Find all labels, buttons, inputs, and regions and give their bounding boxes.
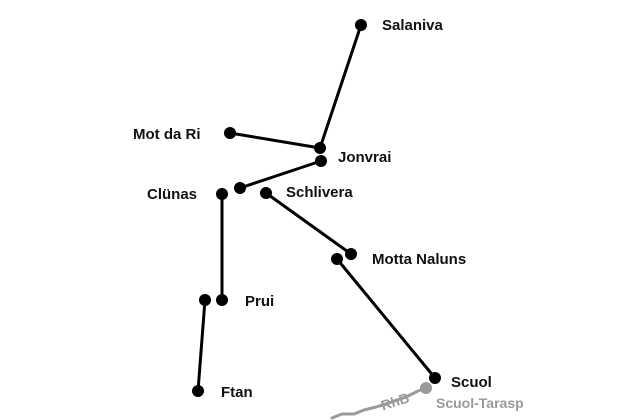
station-dot-clunas-left[interactable] (216, 188, 228, 200)
railway-line: RhB (330, 386, 428, 420)
lift-mottanaluns-scuol (335, 257, 437, 380)
station-dot-mottanaluns-lower[interactable] (331, 253, 343, 265)
lift-prui-ftan (196, 298, 207, 393)
label-ftan: Ftan (221, 384, 253, 401)
lift-lines (196, 23, 437, 393)
label-schlivera: Schlivera (286, 184, 353, 201)
lift-salaniva-jonvrai (318, 23, 363, 150)
label-scuol: Scuol (451, 374, 492, 391)
label-mot-da-ri: Mot da Ri (133, 126, 201, 143)
rhb-track (330, 386, 428, 420)
station-dot-clunas-right[interactable] (234, 182, 246, 194)
station-dot-prui-left[interactable] (199, 294, 211, 306)
station-dot-motdari[interactable] (224, 127, 236, 139)
lift-motdari-jonvrai (228, 131, 322, 150)
lift-jonvrai-clunas (238, 159, 323, 190)
station-dot-scuol-tarasp[interactable] (420, 382, 432, 394)
station-dot-prui-right[interactable] (216, 294, 228, 306)
station-dot-salaniva[interactable] (355, 19, 367, 31)
label-prui: Prui (245, 293, 274, 310)
station-dot-scuol[interactable] (429, 372, 441, 384)
label-scuol-tarasp: Scuol-Tarasp (436, 395, 524, 411)
label-salaniva: Salaniva (382, 17, 444, 34)
label-clunas: Clünas (147, 186, 197, 203)
lift-schlivera-mottanaluns (264, 191, 353, 256)
station-labels: Salaniva Mot da Ri Jonvrai Clünas Schliv… (133, 17, 524, 411)
station-dot-ftan[interactable] (192, 385, 204, 397)
label-motta-naluns: Motta Naluns (372, 251, 466, 268)
station-dot-schlivera[interactable] (260, 187, 272, 199)
rhb-label: RhB (379, 389, 411, 413)
label-jonvrai: Jonvrai (338, 149, 391, 166)
station-dot-jonvrai-top[interactable] (314, 142, 326, 154)
station-dots (192, 19, 441, 397)
station-dot-mottanaluns-upper[interactable] (345, 248, 357, 260)
station-dot-jonvrai-bottom[interactable] (315, 155, 327, 167)
